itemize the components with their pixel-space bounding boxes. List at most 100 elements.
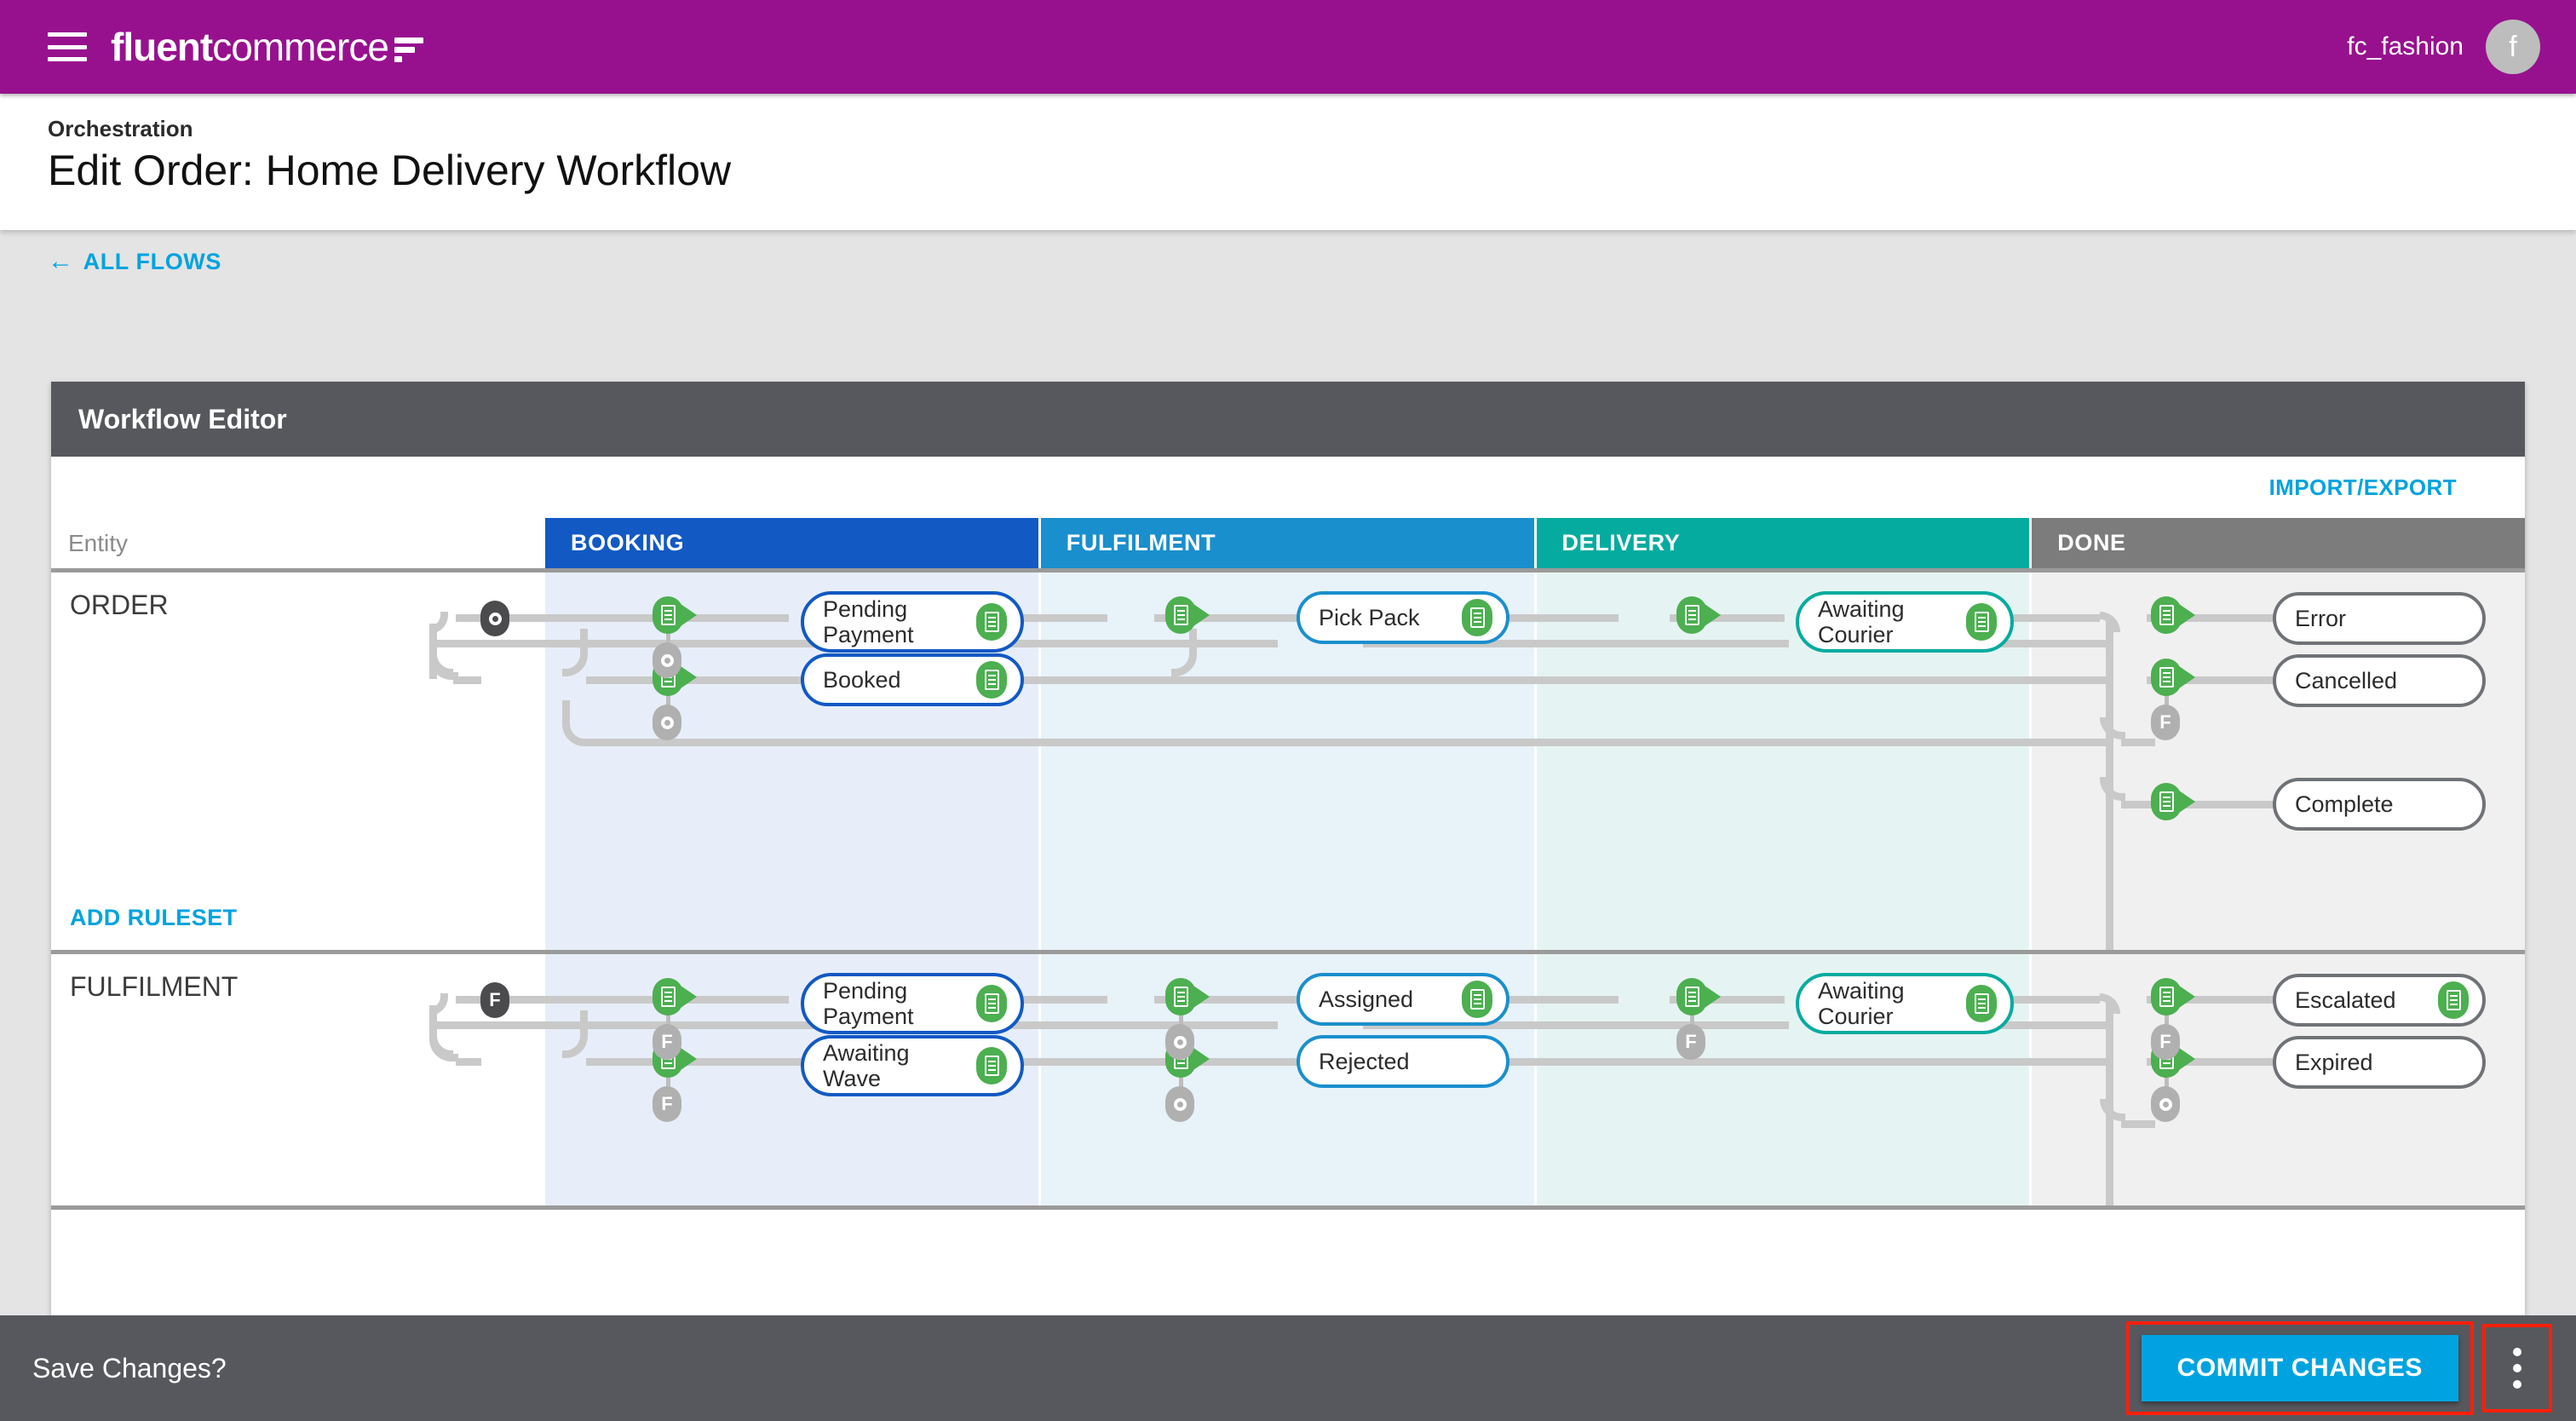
- transition-badge[interactable]: F: [2151, 705, 2180, 740]
- column-header-booking[interactable]: BOOKING: [545, 518, 1041, 568]
- node-rejected[interactable]: Rejected: [1297, 1035, 1509, 1088]
- transition-marker[interactable]: [2151, 659, 2195, 696]
- connector: [666, 1070, 670, 1092]
- node-awaiting-courier[interactable]: Awaiting Courier: [1796, 973, 2014, 1034]
- connector-elbow: [562, 1010, 588, 1058]
- node-awaiting-courier[interactable]: Awaiting Courier: [1796, 591, 2014, 653]
- ruleset-icon[interactable]: [1462, 981, 1492, 1018]
- swimlane-order: ORDER ADD RULESET: [51, 572, 2525, 954]
- card-title: Workflow Editor: [78, 403, 287, 434]
- brand-mark-icon: [394, 37, 423, 62]
- node-pending-payment[interactable]: Pending Payment: [801, 591, 1024, 653]
- transition-marker[interactable]: [1165, 978, 1210, 1015]
- import-export-link[interactable]: IMPORT/EXPORT: [2268, 474, 2457, 500]
- connector: [1179, 1007, 1183, 1029]
- connector: [2147, 676, 2274, 684]
- transition-badge[interactable]: F: [2151, 1024, 2180, 1060]
- ruleset-icon[interactable]: [1462, 599, 1492, 636]
- all-flows-back-link[interactable]: ← ALL FLOWS: [48, 247, 221, 276]
- arrow-icon: [1193, 604, 1210, 626]
- node-label: Pending Payment: [823, 977, 914, 1029]
- lane-start-badge-fulfilment[interactable]: F: [480, 982, 509, 1018]
- node-pick-pack[interactable]: Pick Pack: [1297, 591, 1509, 644]
- node-pending-payment[interactable]: Pending Payment: [801, 973, 1024, 1034]
- hamburger-icon[interactable]: [48, 32, 87, 61]
- node-complete[interactable]: Complete: [2273, 778, 2486, 831]
- connector-elbow: [2100, 717, 2125, 739]
- node-label: Pending Payment: [823, 595, 914, 647]
- commit-changes-button[interactable]: COMMIT CHANGES: [2141, 1335, 2458, 1401]
- add-ruleset-order[interactable]: ADD RULESET: [70, 905, 238, 930]
- connector: [586, 739, 2113, 746]
- arrow-icon: [681, 604, 697, 626]
- node-label: Pick Pack: [1319, 604, 1420, 630]
- connector-elbow: [562, 700, 588, 746]
- card-header: Workflow Editor: [51, 382, 2525, 457]
- connector: [666, 1007, 670, 1029]
- node-assigned[interactable]: Assigned: [1297, 973, 1509, 1026]
- save-changes-prompt: Save Changes?: [32, 1352, 227, 1384]
- more-vertical-icon[interactable]: [2498, 1338, 2537, 1399]
- ruleset-icon[interactable]: [976, 603, 1007, 641]
- node-label: Awaiting Courier: [1818, 595, 1905, 647]
- connector: [456, 1058, 481, 1066]
- column-header-delivery[interactable]: DELIVERY: [1536, 518, 2033, 568]
- transition-badge[interactable]: F: [1676, 1024, 1705, 1060]
- ruleset-icon[interactable]: [2438, 981, 2469, 1019]
- connector-elbow: [2100, 777, 2125, 801]
- transition-marker[interactable]: [1676, 596, 1721, 634]
- column-header-fulfilment[interactable]: FULFILMENT: [1040, 518, 1537, 568]
- avatar[interactable]: f: [2486, 20, 2540, 74]
- ruleset-icon[interactable]: [976, 1047, 1007, 1084]
- connector: [2121, 739, 2155, 746]
- node-error[interactable]: Error: [2273, 592, 2486, 645]
- node-label: Awaiting Courier: [1818, 977, 1905, 1029]
- transition-marker[interactable]: [653, 978, 697, 1015]
- node-awaiting-wave[interactable]: Awaiting Wave: [801, 1035, 1024, 1096]
- transition-marker[interactable]: [1165, 596, 1210, 634]
- transition-badge[interactable]: F: [653, 1086, 681, 1122]
- node-label: Rejected: [1319, 1048, 1410, 1074]
- grid-header-row: Entity BOOKING FULFILMENT DELIVERY DONE: [51, 518, 2525, 572]
- connector: [456, 996, 669, 1004]
- transition-badge[interactable]: [653, 705, 681, 740]
- lane-entity-label-fulfilment: FULFILMENT: [70, 971, 239, 1002]
- connector: [2147, 996, 2274, 1004]
- ruleset-icon[interactable]: [1966, 985, 1997, 1022]
- all-flows-label: ALL FLOWS: [83, 248, 221, 274]
- more-options-highlight: [2482, 1324, 2552, 1412]
- workflow-editor-card: Workflow Editor IMPORT/EXPORT Entity BOO…: [51, 382, 2525, 1315]
- brand-name-thin: commerce: [212, 25, 389, 69]
- transition-marker[interactable]: [2151, 596, 2195, 634]
- transition-marker[interactable]: [653, 596, 697, 634]
- transition-marker[interactable]: [1676, 978, 1721, 1015]
- transition-badge[interactable]: [1165, 1086, 1194, 1122]
- lane-start-badge-order[interactable]: [480, 601, 509, 636]
- connector: [666, 688, 670, 710]
- connector: [1031, 1021, 1278, 1029]
- node-booked[interactable]: Booked: [801, 653, 1024, 706]
- transition-badge[interactable]: [653, 642, 681, 678]
- column-header-done[interactable]: DONE: [2032, 518, 2525, 568]
- transition-marker[interactable]: [2151, 783, 2195, 820]
- transition-marker[interactable]: [2151, 978, 2195, 1015]
- transition-badge[interactable]: [2151, 1086, 2180, 1122]
- ring-icon: [1173, 1097, 1187, 1111]
- node-expired[interactable]: Expired: [2273, 1036, 2486, 1089]
- back-arrow-icon: ←: [48, 247, 74, 275]
- node-escalated[interactable]: Escalated: [2273, 974, 2486, 1027]
- ruleset-icon[interactable]: [976, 661, 1007, 699]
- arrow-icon: [1193, 986, 1210, 1008]
- page-title: Edit Order: Home Delivery Workflow: [48, 147, 732, 194]
- ring-icon: [660, 653, 674, 667]
- node-label: Expired: [2295, 1049, 2373, 1075]
- node-label: Awaiting Wave: [823, 1039, 910, 1091]
- node-cancelled[interactable]: Cancelled: [2273, 654, 2486, 707]
- transition-badge[interactable]: [1165, 1024, 1194, 1060]
- ruleset-icon[interactable]: [1966, 603, 1997, 641]
- ruleset-icon[interactable]: [976, 985, 1007, 1022]
- transition-badge[interactable]: F: [653, 1024, 681, 1060]
- connector: [2121, 1120, 2155, 1128]
- swimlane-fulfilment: FULFILMENT: [51, 954, 2525, 1210]
